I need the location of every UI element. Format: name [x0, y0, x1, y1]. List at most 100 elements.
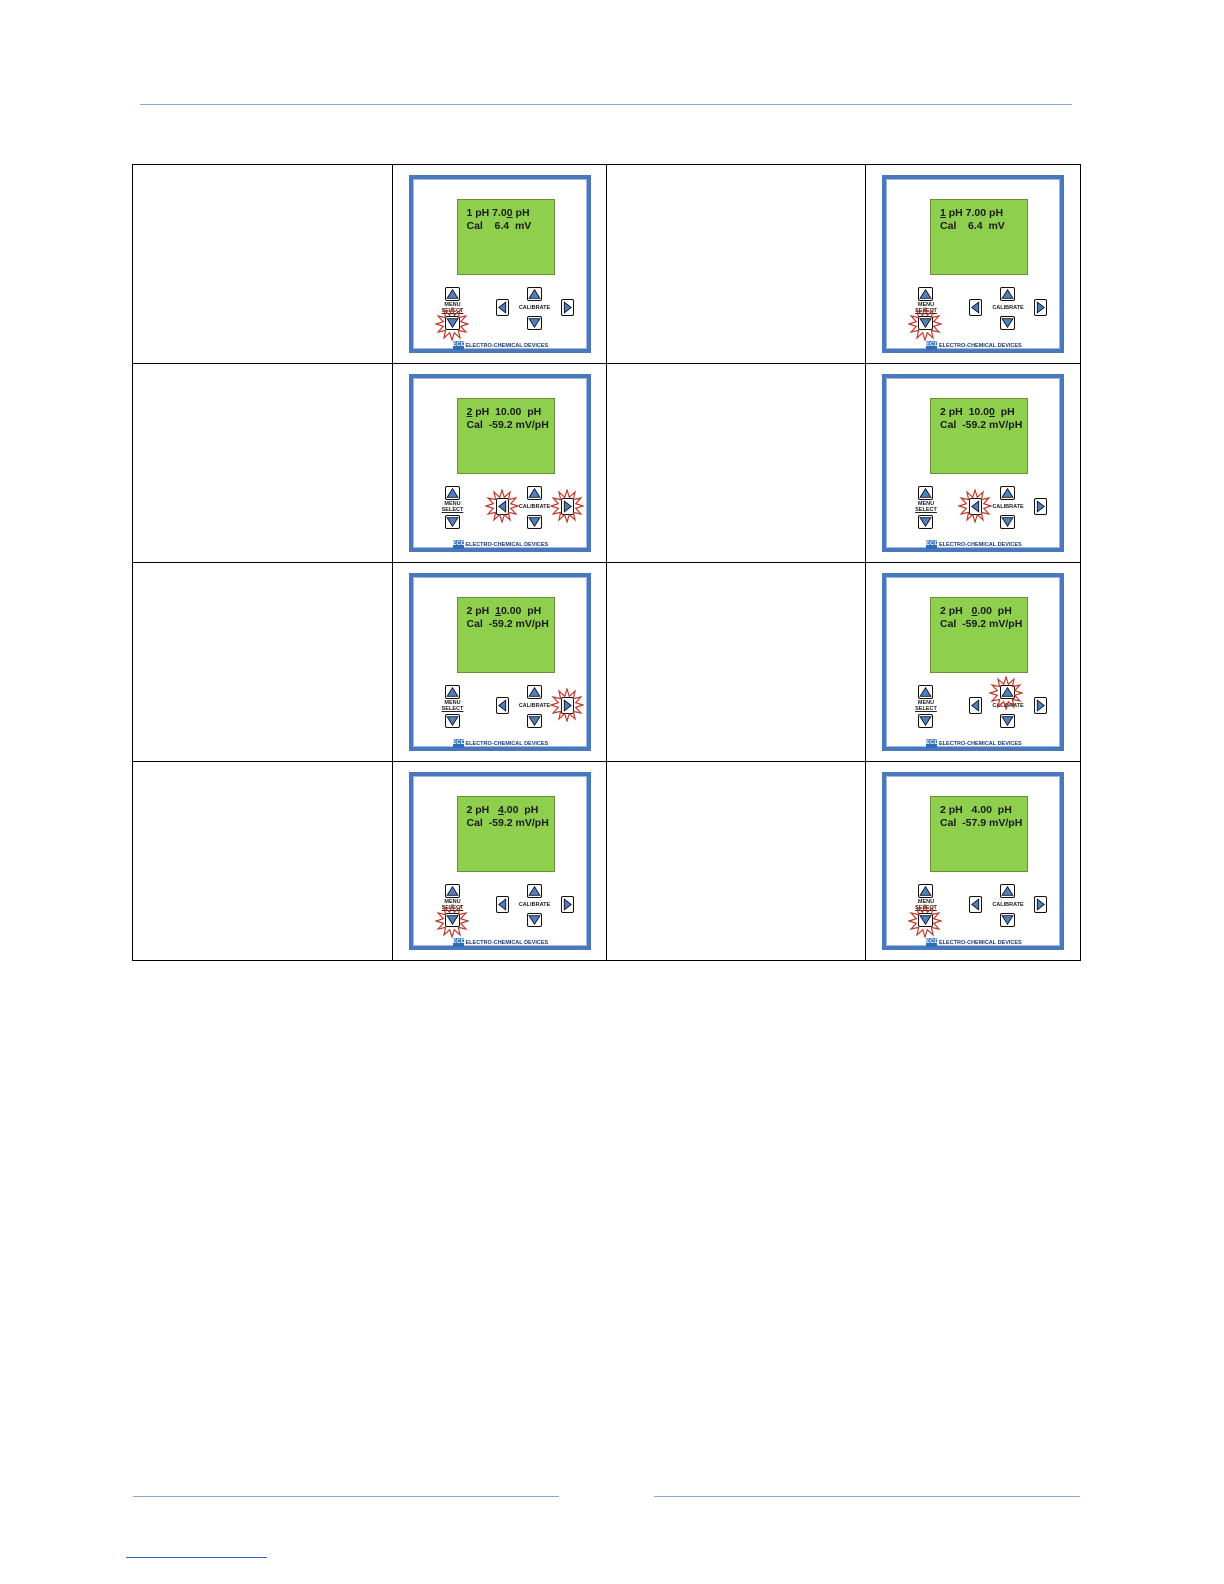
- brand-footer: ECDELECTRO-CHEMICAL DEVICES: [453, 739, 549, 748]
- step-description-cell: [607, 563, 866, 762]
- menu-down-button[interactable]: [445, 316, 460, 330]
- left-arrow-button[interactable]: [496, 697, 509, 714]
- menu-up-button[interactable]: [445, 685, 460, 699]
- menu-up-button[interactable]: [918, 685, 933, 699]
- menu-down-button[interactable]: [918, 714, 933, 728]
- step-description-cell: [133, 563, 393, 762]
- calibrate-down-button[interactable]: [1000, 714, 1015, 728]
- lcd-line-1: 1 pH 7.00 pH: [940, 207, 1027, 220]
- menu-up-button[interactable]: [918, 884, 933, 898]
- right-arrow-button[interactable]: [1034, 697, 1047, 714]
- calibrate-up-button[interactable]: [1000, 685, 1015, 699]
- header-rule: [140, 104, 1072, 105]
- menu-down-button[interactable]: [918, 316, 933, 330]
- calibrate-label: CALIBRATE: [990, 703, 1026, 709]
- calibrate-down-button[interactable]: [527, 316, 542, 330]
- calibrate-down-button[interactable]: [527, 714, 542, 728]
- calibrate-down-button[interactable]: [527, 913, 542, 927]
- menu-down-button[interactable]: [918, 913, 933, 927]
- menu-down-button[interactable]: [445, 515, 460, 529]
- calibrate-up-button[interactable]: [527, 884, 542, 898]
- left-arrow-button[interactable]: [496, 498, 509, 515]
- menu-down-button[interactable]: [445, 714, 460, 728]
- calibrate-down-button[interactable]: [1000, 515, 1015, 529]
- calibrate-label: CALIBRATE: [990, 902, 1026, 908]
- footer-rule-left: [133, 1496, 559, 1497]
- brand-footer: ECDELECTRO-CHEMICAL DEVICES: [926, 341, 1022, 350]
- step-description-cell: [133, 165, 393, 364]
- lcd-line-2: Cal -59.2 mV/pH: [467, 817, 554, 830]
- ecd-logo-icon: ECD: [926, 938, 937, 947]
- calibrate-up-button[interactable]: [527, 287, 542, 301]
- left-arrow-button[interactable]: [969, 697, 982, 714]
- left-arrow-button[interactable]: [969, 299, 982, 316]
- right-arrow-button[interactable]: [561, 299, 574, 316]
- menu-up-button[interactable]: [918, 486, 933, 500]
- left-arrow-button[interactable]: [496, 896, 509, 913]
- lcd-line-2: Cal -59.2 mV/pH: [467, 618, 554, 631]
- calibrate-up-button[interactable]: [1000, 287, 1015, 301]
- menu-up-button[interactable]: [445, 884, 460, 898]
- left-arrow-button[interactable]: [969, 498, 982, 515]
- calibrate-label: CALIBRATE: [990, 504, 1026, 510]
- lcd-display: 2 pH 10.00 pH Cal -59.2 mV/pH: [457, 597, 555, 673]
- left-arrow-button[interactable]: [969, 896, 982, 913]
- brand-footer: ECDELECTRO-CHEMICAL DEVICES: [453, 341, 549, 350]
- lcd-line-2: Cal 6.4 mV: [467, 220, 554, 233]
- left-arrow-button[interactable]: [496, 299, 509, 316]
- step-description-cell: [607, 364, 866, 563]
- calibrate-down-button[interactable]: [1000, 913, 1015, 927]
- lcd-line-2: Cal -59.2 mV/pH: [940, 618, 1027, 631]
- menu-down-button[interactable]: [445, 913, 460, 927]
- calibrate-label: CALIBRATE: [517, 703, 553, 709]
- ecd-logo-icon: ECD: [453, 739, 464, 748]
- lcd-line-2: Cal 6.4 mV: [940, 220, 1027, 233]
- right-arrow-button[interactable]: [561, 498, 574, 515]
- lcd-line-2: Cal -59.2 mV/pH: [467, 419, 554, 432]
- right-arrow-button[interactable]: [1034, 299, 1047, 316]
- menu-up-button[interactable]: [445, 486, 460, 500]
- calibrate-up-button[interactable]: [527, 486, 542, 500]
- right-arrow-button[interactable]: [561, 697, 574, 714]
- menu-up-button[interactable]: [918, 287, 933, 301]
- lcd-display: 2 pH 4.00 pH Cal -57.9 mV/pH: [930, 796, 1028, 872]
- lcd-display: 2 pH 4.00 pH Cal -59.2 mV/pH: [457, 796, 555, 872]
- calibrate-up-button[interactable]: [527, 685, 542, 699]
- calibrate-up-button[interactable]: [1000, 884, 1015, 898]
- lcd-line-1: 2 pH 4.00 pH: [467, 804, 554, 817]
- lcd-display: 2 pH 10.00 pH Cal -59.2 mV/pH: [930, 398, 1028, 474]
- menu-up-button[interactable]: [445, 287, 460, 301]
- calibrate-up-button[interactable]: [1000, 486, 1015, 500]
- lcd-display: 1 pH 7.00 pH Cal 6.4 mV: [457, 199, 555, 275]
- calibrate-down-button[interactable]: [527, 515, 542, 529]
- menu-down-button[interactable]: [918, 515, 933, 529]
- lcd-display: 1 pH 7.00 pH Cal 6.4 mV: [930, 199, 1028, 275]
- brand-footer: ECDELECTRO-CHEMICAL DEVICES: [453, 540, 549, 549]
- lcd-line-1: 2 pH 10.00 pH: [467, 406, 554, 419]
- lcd-line-1: 2 pH 4.00 pH: [940, 804, 1027, 817]
- lcd-line-1: 2 pH 0.00 pH: [940, 605, 1027, 618]
- brand-footer: ECDELECTRO-CHEMICAL DEVICES: [453, 938, 549, 947]
- right-arrow-button[interactable]: [561, 896, 574, 913]
- right-arrow-button[interactable]: [1034, 498, 1047, 515]
- step-description-cell: [607, 762, 866, 961]
- right-arrow-button[interactable]: [1034, 896, 1047, 913]
- calibrate-down-button[interactable]: [1000, 316, 1015, 330]
- lcd-line-1: 2 pH 10.00 pH: [467, 605, 554, 618]
